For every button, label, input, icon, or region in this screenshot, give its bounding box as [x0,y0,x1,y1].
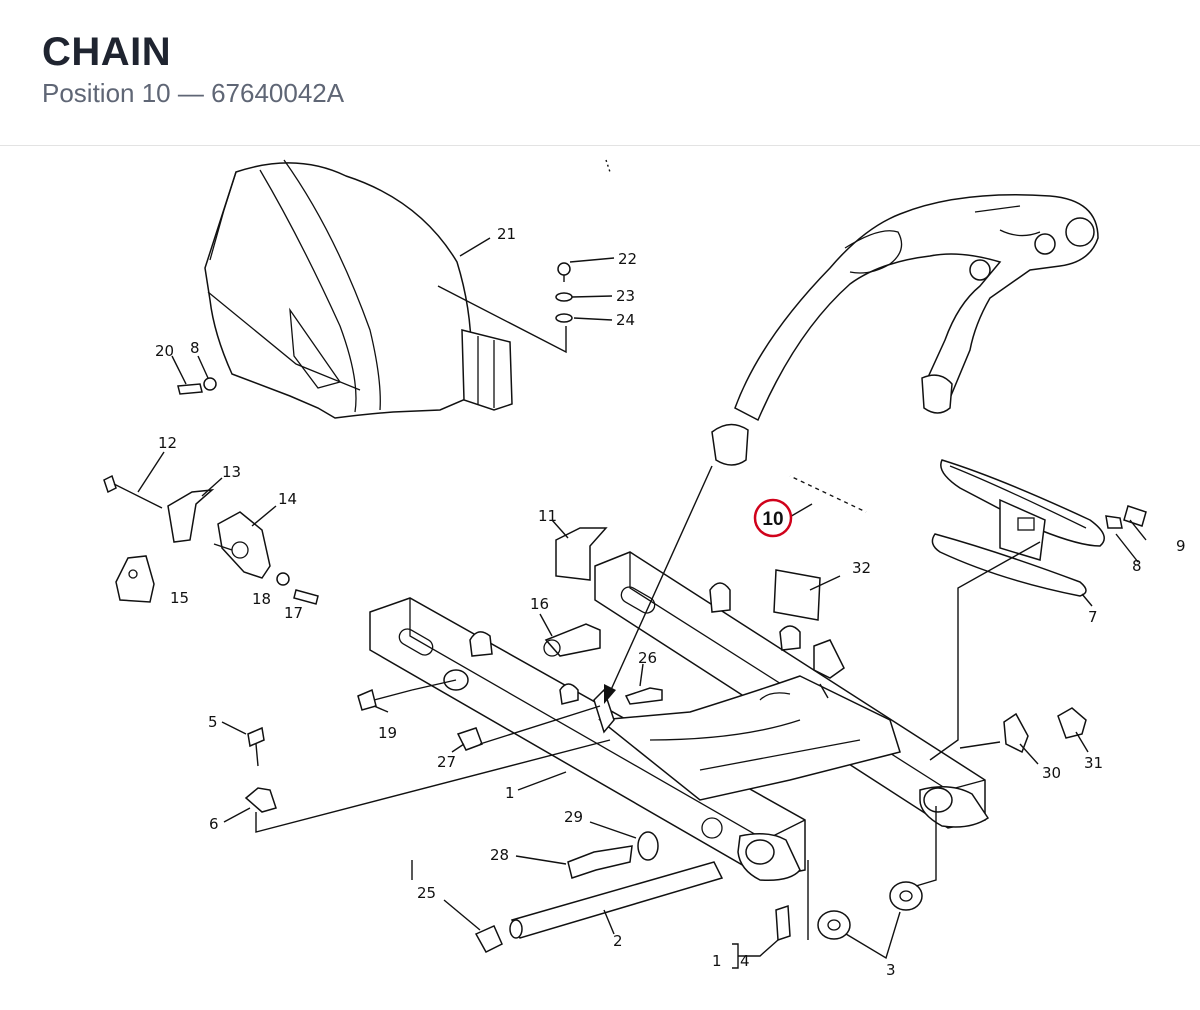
callout-6: 6 [209,815,219,833]
callout-10: 10 [762,509,783,530]
callout-26: 26 [638,649,657,667]
callout-31: 31 [1084,754,1103,772]
highlight-ring [753,498,793,538]
callout-7: 7 [1088,608,1098,626]
header: CHAIN Position 10 — 67640042A [0,0,1200,146]
callout-27: 27 [437,753,456,771]
callout-30: 30 [1042,764,1061,782]
part-rear-frame [711,194,1099,466]
leader-lines [137,159,1147,969]
callout-4: 4 [740,952,750,970]
callout-3: 3 [886,961,896,979]
part-small-hardware [103,262,1087,953]
callout-8-right: 8 [1132,557,1142,575]
part-title: CHAIN [42,30,172,74]
part-chain-guard [204,159,513,419]
part-subtitle: Position 10 — 67640042A [42,78,345,108]
callout-13: 13 [222,463,241,481]
callout-32: 32 [852,559,871,577]
callout-20: 20 [155,342,174,360]
callout-23: 23 [616,287,635,305]
callout-2: 2 [613,932,623,950]
callout-28: 28 [490,846,509,864]
callout-19: 19 [378,724,397,742]
callout-17: 17 [284,604,303,622]
part-swing-arm [369,551,990,882]
callout-12: 12 [158,434,177,452]
callout-29: 29 [564,808,583,826]
callout-8-top: 8 [190,339,200,357]
callout-9: 9 [1176,537,1186,555]
highlight-callout-10[interactable]: 10 [753,498,793,538]
callout-5: 5 [208,713,218,731]
callout-labels: 21 22 23 24 20 8 12 13 14 15 18 17 11 10… [155,225,1186,979]
callout-22: 22 [618,250,637,268]
callout-1-bracket: 1 [712,952,722,970]
diagram-svg: 21 22 23 24 20 8 12 13 14 15 18 17 11 10… [103,159,1186,979]
callout-25: 25 [417,884,436,902]
callout-24: 24 [616,311,635,329]
part-chain [789,474,867,514]
part-chain-slider [931,459,1147,597]
exploded-parts-diagram: 21 22 23 24 20 8 12 13 14 15 18 17 11 10… [0,146,1200,1010]
callout-16: 16 [530,595,549,613]
callout-1: 1 [505,784,515,802]
callout-11: 11 [538,507,557,525]
callout-14: 14 [278,490,297,508]
callout-15: 15 [170,589,189,607]
callout-18: 18 [252,590,271,608]
callout-21: 21 [497,225,516,243]
